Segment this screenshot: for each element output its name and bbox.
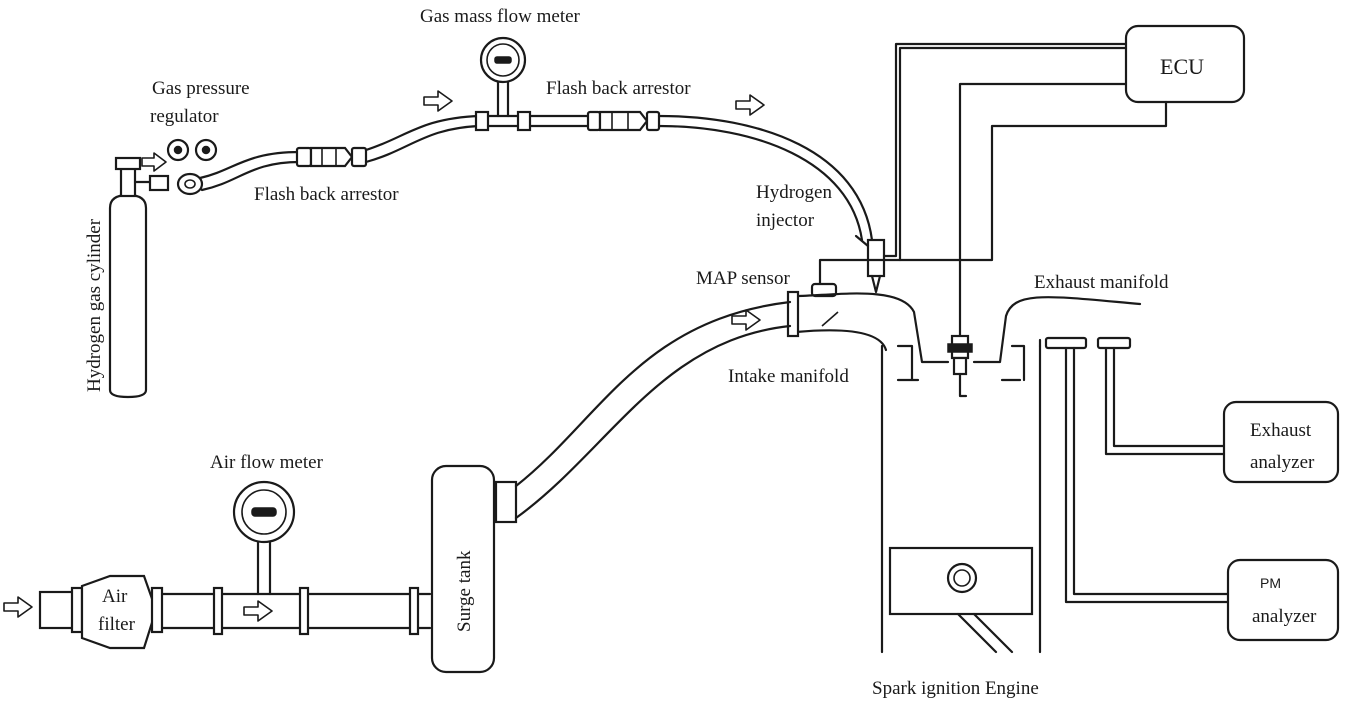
gas-mass-flow-meter xyxy=(474,36,532,132)
exhaust-probes xyxy=(1044,336,1230,604)
exhaust-manifold xyxy=(972,296,1142,364)
air-pipe xyxy=(160,592,432,630)
label-intake-manifold: Intake manifold xyxy=(728,366,849,387)
hydrogen-injector xyxy=(854,234,886,294)
label-hydrogen-injector: injector xyxy=(756,210,815,231)
label-ecu: ECU xyxy=(1160,54,1204,79)
ecu-wire-to-injector xyxy=(882,42,1128,258)
label-flash-back-arrestor-top: Flash back arrestor xyxy=(546,78,691,99)
ecu-wire-to-map-sensor xyxy=(818,100,1168,286)
flash-back-arrestor-left xyxy=(295,146,368,168)
flow-arrow-icon xyxy=(735,94,765,116)
flow-arrow-icon xyxy=(423,90,453,112)
flow-arrow-icon xyxy=(3,596,33,618)
label-gas-pressure-regulator: regulator xyxy=(150,106,219,127)
ecu-box xyxy=(1124,24,1246,104)
label-exhaust-manifold: Exhaust manifold xyxy=(1034,272,1169,293)
flow-arrow-icon xyxy=(243,600,273,622)
label-flash-back-arrestor-left: Flash back arrestor xyxy=(254,184,399,205)
flow-arrow-icon xyxy=(141,152,167,172)
label-air-filter: filter xyxy=(98,614,136,635)
map-sensor xyxy=(810,282,838,298)
label-exhaust-analyzer: Exhaust xyxy=(1250,420,1312,441)
label-hydrogen-injector: Hydrogen xyxy=(756,182,832,203)
label-map-sensor: MAP sensor xyxy=(696,268,790,289)
air-flow-meter xyxy=(232,480,296,596)
label-air-filter: Air xyxy=(102,586,128,607)
intake-manifold xyxy=(794,292,950,364)
label-spark-ignition-engine: Spark ignition Engine xyxy=(872,678,1039,699)
gas-pressure-regulator xyxy=(133,138,218,196)
spark-plug xyxy=(947,334,973,398)
surge-to-intake-hose xyxy=(514,300,792,488)
spark-ignition-engine xyxy=(880,344,1042,654)
hydrogen-hose-segment-1 xyxy=(198,150,302,180)
label-gas-mass-flow-meter: Gas mass flow meter xyxy=(420,6,581,27)
surge-tank xyxy=(430,464,496,674)
flash-back-arrestor-top xyxy=(586,110,661,132)
label-hydrogen-gas-cylinder: Hydrogen gas cylinder xyxy=(84,218,105,392)
label-pm-analyzer: analyzer xyxy=(1252,606,1317,627)
label-exhaust-analyzer: analyzer xyxy=(1250,452,1315,473)
label-air-flow-meter: Air flow meter xyxy=(210,452,324,473)
label-pm-analyzer: PM xyxy=(1260,575,1281,591)
hydrogen-gas-cylinder xyxy=(108,156,148,399)
pm-analyzer-box xyxy=(1226,558,1340,642)
exhaust-analyzer-box xyxy=(1222,400,1340,484)
flow-arrow-icon xyxy=(731,309,761,331)
label-surge-tank: Surge tank xyxy=(454,550,475,632)
label-gas-pressure-regulator: Gas pressure xyxy=(152,78,250,99)
air-filter xyxy=(38,574,164,650)
ecu-wire-to-spark-plug xyxy=(958,82,1128,340)
